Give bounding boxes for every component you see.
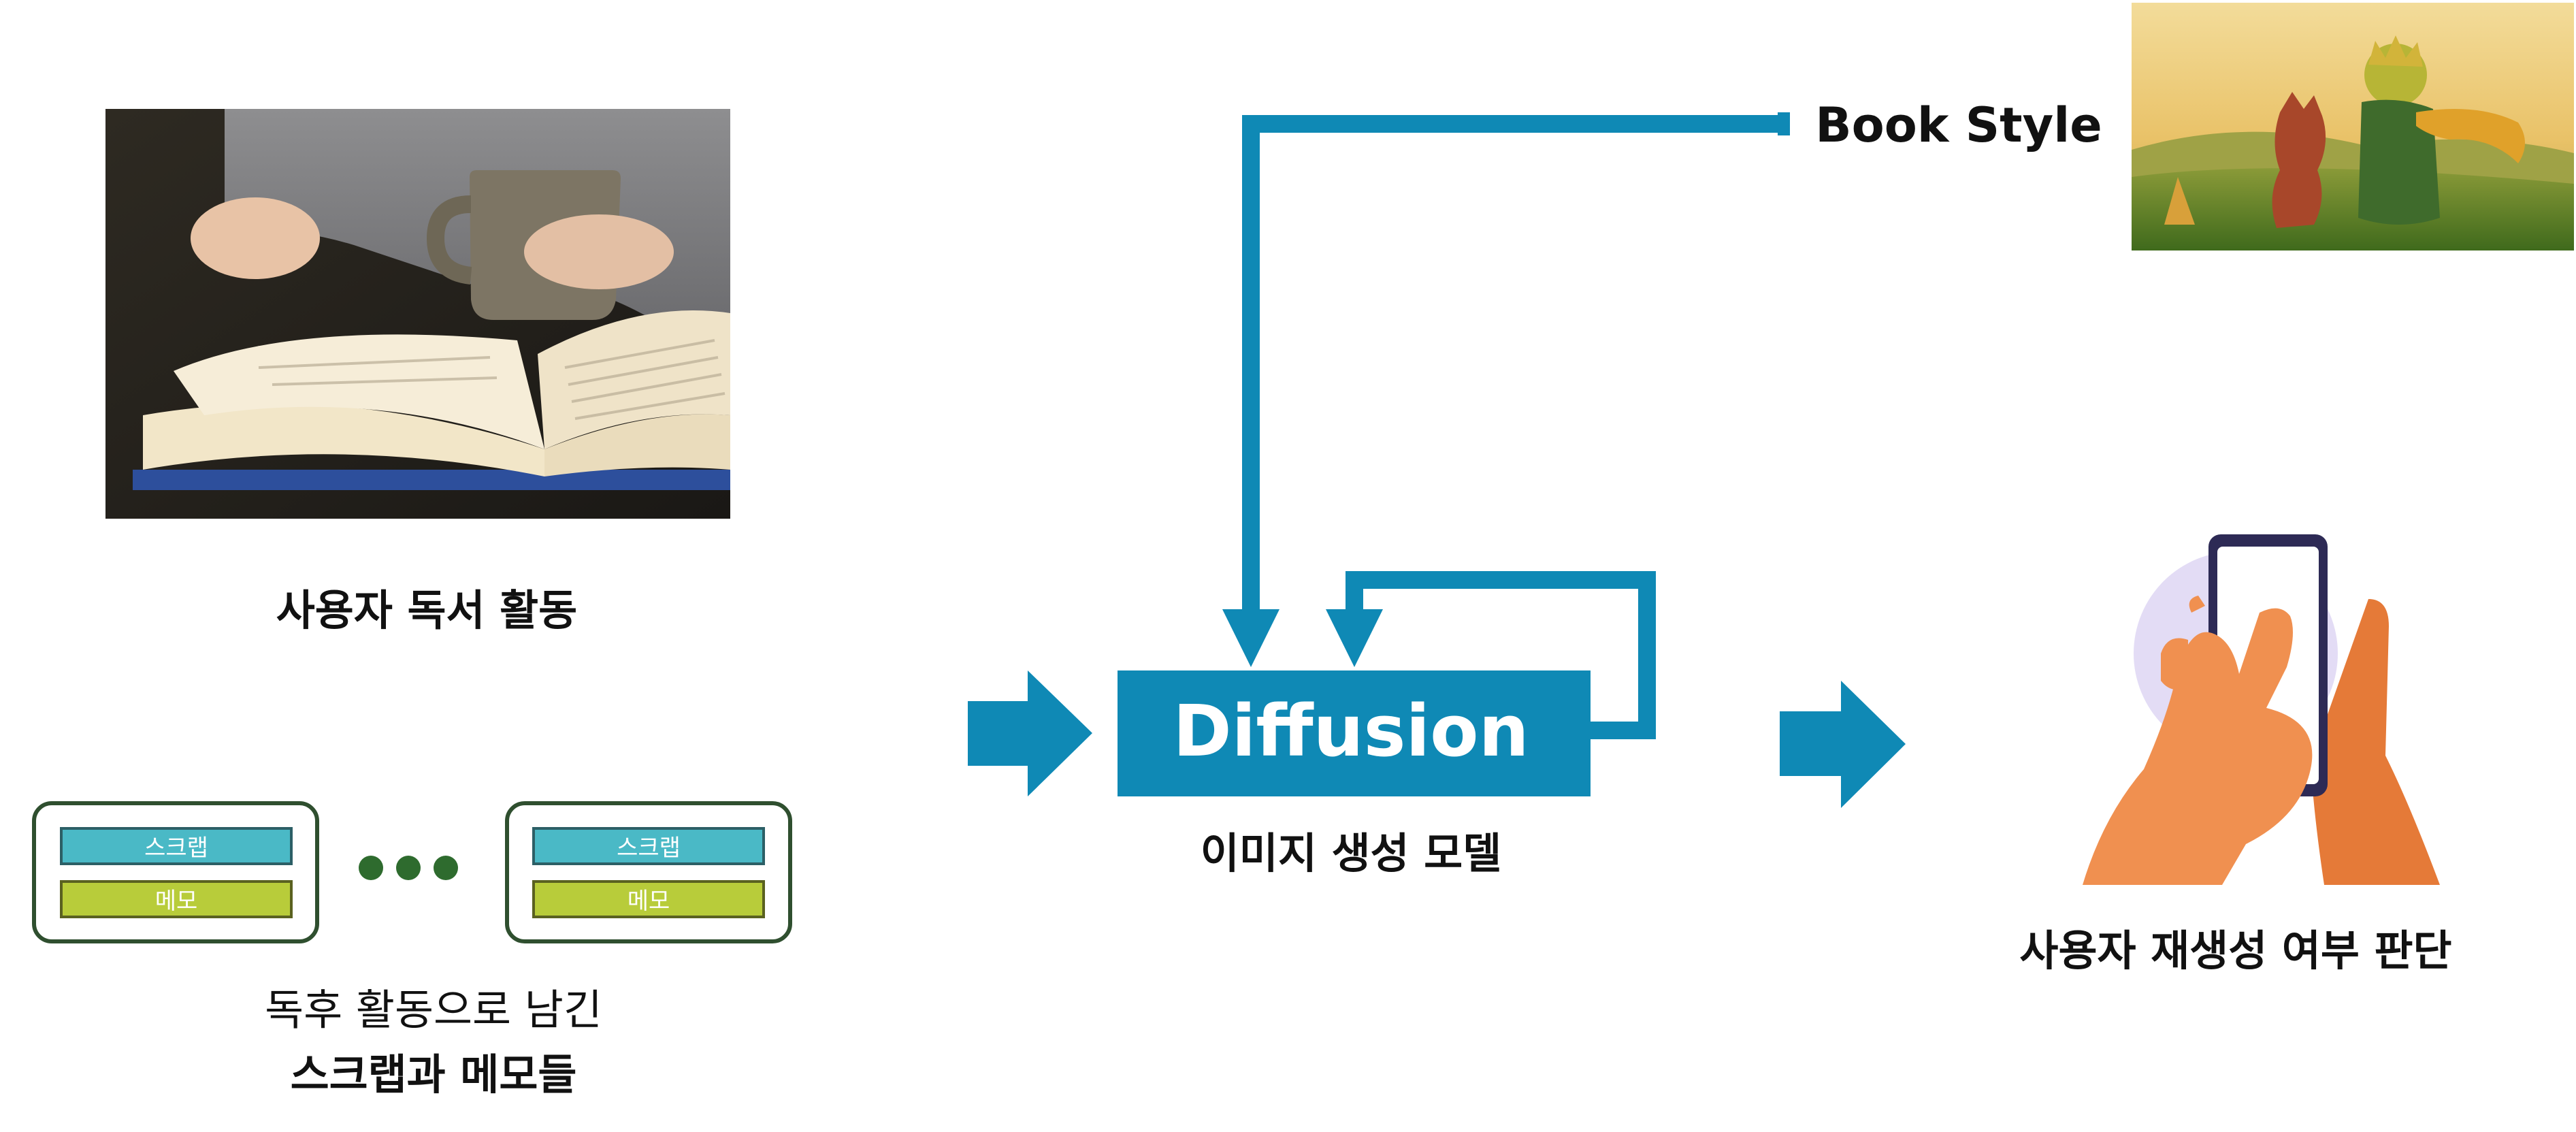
ellipsis-dots [359, 856, 458, 880]
memo-label: 메모 [155, 888, 198, 915]
notes-caption-line2: 스크랩과 메모들 [291, 1050, 577, 1099]
scarf-icon [2416, 109, 2525, 163]
reading-caption: 사용자 독서 활동 [276, 585, 577, 635]
notes-panel-left: 스크랩 메모 [32, 801, 319, 943]
model-caption: 이미지 생성 모델 [1201, 828, 1501, 878]
style-conditioning-arrow [1222, 112, 1790, 667]
book-style-label: Book Style [1815, 97, 2102, 153]
notes-panel-right: 스크랩 메모 [505, 801, 792, 943]
scrap-bar [60, 827, 293, 865]
memo-label: 메모 [627, 888, 670, 915]
loop-arrowhead-icon [1326, 609, 1383, 667]
memo-bar [532, 880, 765, 918]
iteration-loop-arrow [1326, 571, 1656, 739]
phone-in-hands-illustration [2083, 534, 2440, 885]
diffusion-title: Diffusion [1173, 690, 1529, 773]
user-decision-caption: 사용자 재생성 여부 판단 [2019, 926, 2451, 975]
scrap-bar [532, 827, 765, 865]
diffusion-box [1118, 670, 1591, 796]
memo-bar [60, 880, 293, 918]
fox-icon [2272, 92, 2326, 228]
scrap-label: 스크랩 [144, 835, 208, 862]
output-arrow-icon [1780, 681, 1906, 808]
style-arrowhead-icon [1222, 609, 1279, 667]
notes-caption-line1: 독후 활동으로 남긴 [265, 985, 602, 1035]
input-arrow-icon [968, 670, 1092, 796]
scrap-label: 스크랩 [617, 835, 681, 862]
book-style-illustration [2132, 3, 2574, 250]
reading-photo [105, 109, 730, 519]
